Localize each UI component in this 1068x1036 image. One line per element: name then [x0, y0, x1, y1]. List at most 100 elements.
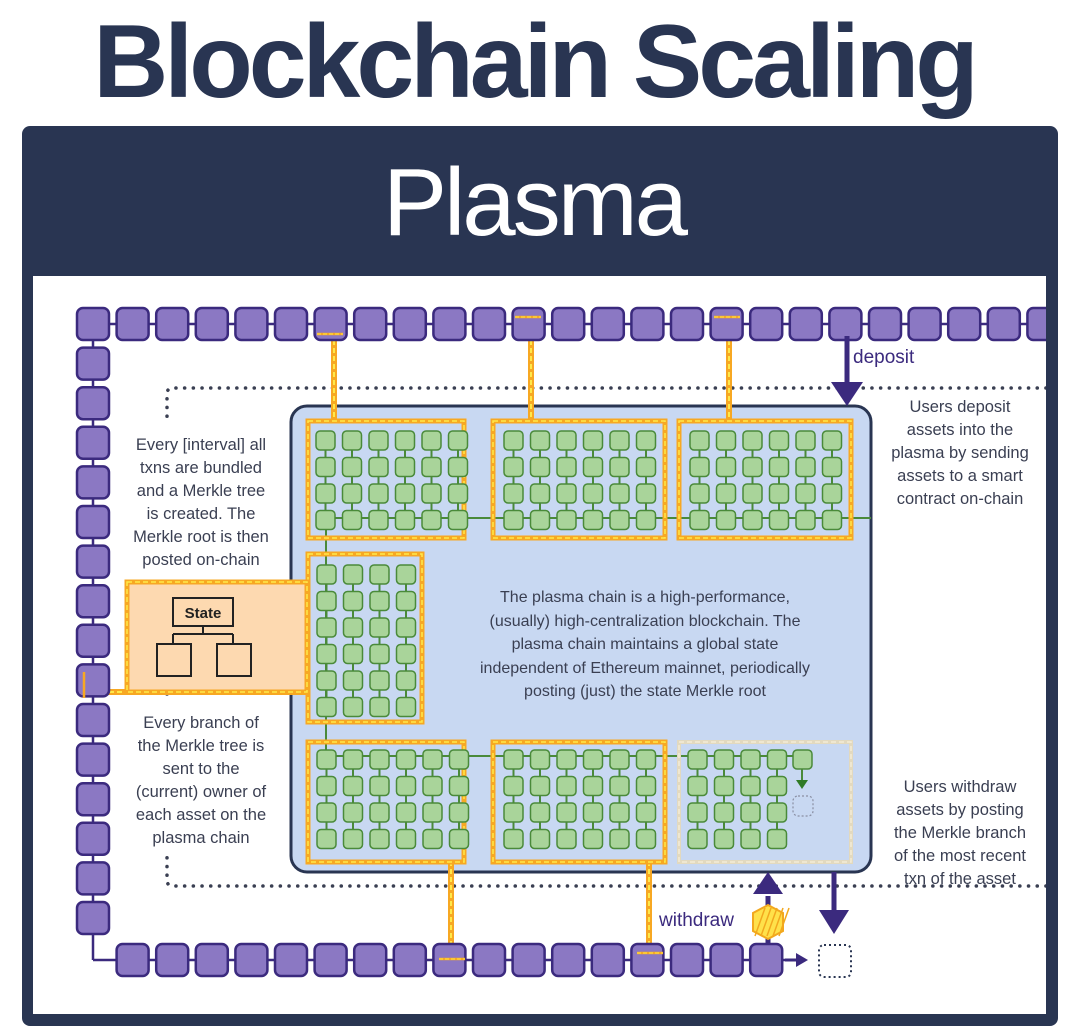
- plasma-bundle-3: [676, 418, 854, 541]
- plasma-block: [766, 802, 788, 823]
- plasma-block: [742, 456, 763, 478]
- plasma-block: [341, 509, 363, 531]
- plasma-bundle-2: [490, 418, 668, 541]
- main-chain-block: [630, 306, 665, 342]
- plasma-block: [795, 430, 816, 451]
- main-chain-block: [273, 306, 309, 342]
- main-chain-block: [907, 306, 942, 342]
- main-chain-block: [669, 942, 705, 978]
- state-tree-edges: [172, 626, 234, 644]
- bundle-note: Every [interval] all txns are bundled an…: [133, 436, 269, 569]
- main-chain-block: [352, 306, 388, 342]
- plasma-block: [395, 564, 417, 585]
- plasma-block: [342, 670, 364, 691]
- plasma-block: [582, 749, 604, 770]
- diagram-canvas: State Every [interval] all txns are bund…: [33, 276, 1046, 1014]
- plasma-block: [448, 802, 470, 823]
- plasma-block: [529, 483, 551, 504]
- main-chain-block: [630, 942, 665, 978]
- main-chain-block: [75, 900, 111, 936]
- plasma-block: [687, 802, 708, 823]
- exit-token-hatch: [778, 907, 790, 937]
- plasma-block: [635, 802, 657, 823]
- plasma-block: [394, 509, 416, 531]
- exit-token-hatch: [760, 907, 772, 937]
- plasma-bundle-6-dash: [492, 741, 666, 863]
- plasma-block: [687, 775, 708, 797]
- plasma-block: [713, 828, 735, 850]
- plasma-block: [768, 430, 790, 451]
- plasma-block: [503, 430, 524, 451]
- plasma-block: [341, 456, 363, 478]
- plasma-block: [503, 483, 524, 504]
- plasma-block: [609, 828, 630, 850]
- plasma-block: [316, 643, 337, 665]
- plasma-block: [342, 802, 364, 823]
- plasma-block: [635, 749, 657, 770]
- main-chain-block: [75, 623, 111, 659]
- main-chain-block: [392, 306, 428, 342]
- plasma-block: [421, 483, 442, 504]
- main-chain-block: [828, 306, 863, 342]
- main-chain-block: [550, 942, 586, 978]
- plasma-block: [609, 456, 630, 478]
- plasma-block: [609, 483, 630, 504]
- plasma-block: [713, 749, 735, 770]
- plasma-block: [503, 828, 524, 850]
- plasma-block: [369, 564, 390, 585]
- plasma-block: [582, 802, 604, 823]
- plasma-block: [768, 483, 790, 504]
- dotted-boundary-top: [165, 386, 1046, 420]
- plasma-block: [556, 802, 577, 823]
- main-chain-block: [590, 942, 626, 978]
- withdraw-arrow-head: [753, 872, 783, 894]
- main-chain-block: [75, 425, 111, 461]
- plasma-block: [689, 456, 710, 478]
- plasma-block: [795, 456, 816, 478]
- plasma-block: [369, 802, 390, 823]
- main-chain-block: [550, 306, 586, 342]
- plasma-block: [766, 828, 788, 850]
- plasma-block: [609, 775, 630, 797]
- plasma-block: [766, 749, 788, 770]
- plasma-block: [609, 749, 630, 770]
- main-chain-block: [352, 942, 388, 978]
- plasma-block: [687, 828, 708, 850]
- plasma-block: [529, 430, 551, 451]
- main-chain-block: [154, 306, 190, 342]
- branch-note: Every branch of the Merkle tree is sent …: [135, 714, 267, 847]
- plasma-block: [529, 828, 551, 850]
- plasma-block: [342, 643, 364, 665]
- main-chain-block: [75, 702, 111, 738]
- main-chain-block: [273, 942, 309, 978]
- plasma-block: [422, 749, 443, 770]
- plasma-block: [635, 456, 657, 478]
- plasma-block: [766, 775, 788, 797]
- main-chain-block: [471, 306, 507, 342]
- plasma-block: [315, 430, 336, 451]
- main-chain-block: [1026, 306, 1046, 342]
- plasma-block: [635, 828, 657, 850]
- main-chain-block: [946, 306, 982, 342]
- plasma-block: [342, 775, 364, 797]
- plasma-block: [582, 456, 604, 478]
- chain-tip-arrowhead: [796, 953, 808, 967]
- plasma-block: [447, 430, 469, 451]
- plasma-block: [821, 430, 843, 451]
- plasma-block: [556, 483, 577, 504]
- plasma-block: [529, 749, 551, 770]
- plasma-block: [421, 509, 442, 531]
- plasma-block: [609, 802, 630, 823]
- plasma-chain-note: The plasma chain is a high-performance, …: [480, 589, 810, 700]
- deposit-arrow-head: [831, 382, 863, 406]
- plasma-block: [447, 483, 469, 504]
- plasma-block: [582, 509, 604, 531]
- main-chain-block: [75, 583, 111, 619]
- main-chain-block: [75, 781, 111, 817]
- plasma-block: [342, 564, 364, 585]
- state-box-border-dash: [126, 581, 308, 693]
- plasma-block: [503, 749, 524, 770]
- plasma-block: [315, 509, 336, 531]
- main-chain-block: [75, 821, 111, 857]
- plasma-block: [316, 828, 337, 850]
